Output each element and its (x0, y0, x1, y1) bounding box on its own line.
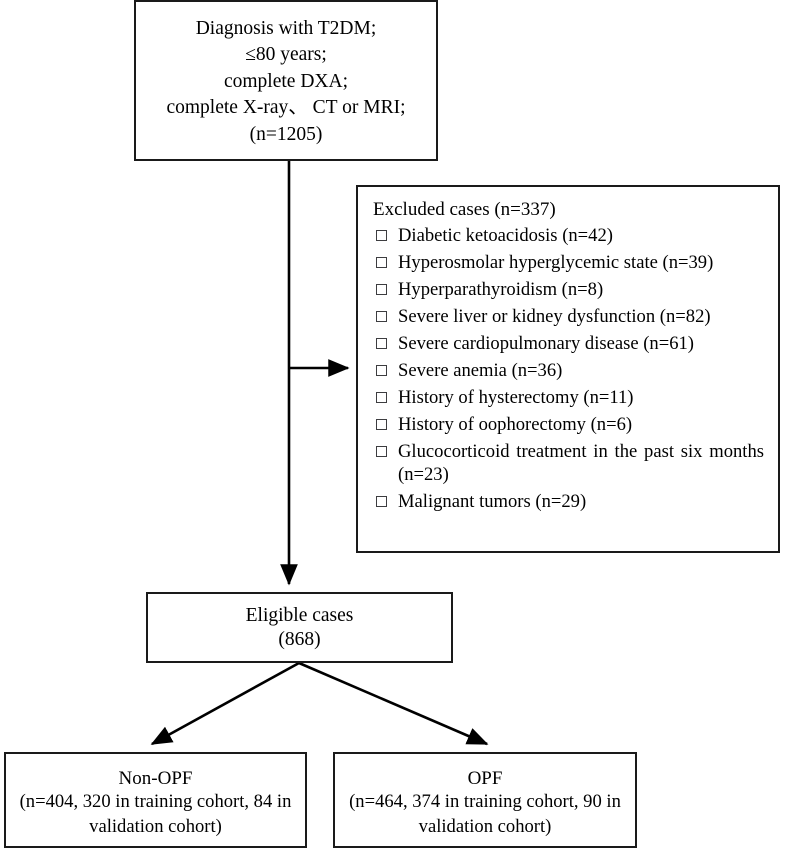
exclusion-item-label: Severe liver or kidney dysfunction (n=82… (398, 305, 711, 327)
exclusion-item: Glucocorticoid treatment in the past six… (372, 437, 764, 487)
checkbox-icon (376, 310, 387, 322)
eligible-cases-box: Eligible cases (868) (146, 592, 453, 663)
checkbox-icon (376, 257, 387, 269)
inclusion-line-4: complete X-ray、 CT or MRI; (166, 97, 406, 119)
non-opf-group-box: Non-OPF (n=404, 320 in training cohort, … (4, 752, 307, 848)
exclusion-item: History of oophorectomy (n=6) (372, 410, 764, 437)
exclusion-item: Severe anemia (n=36) (372, 356, 764, 383)
inclusion-total-count: (n=1205) (249, 123, 323, 145)
exclusion-item-label: Glucocorticoid treatment in the past six… (398, 440, 764, 485)
opf-group-box: OPF (n=464, 374 in training cohort, 90 i… (333, 752, 637, 848)
checkbox-icon (376, 230, 387, 242)
eligible-cases-count: (868) (278, 629, 321, 650)
opf-detail: (n=464, 374 in training cohort, 90 in va… (349, 791, 621, 837)
exclusion-item-label: Hyperosmolar hyperglycemic state (n=39) (398, 252, 714, 274)
inclusion-line-1: Diagnosis with T2DM; (195, 17, 377, 39)
inclusion-line-3: complete DXA; (223, 70, 348, 92)
checkbox-icon (376, 495, 387, 507)
exclusion-item: Diabetic ketoacidosis (n=42) (372, 221, 764, 248)
exclusion-item: History of hysterectomy (n=11) (372, 383, 764, 410)
non-opf-detail: (n=404, 320 in training cohort, 84 in va… (19, 791, 292, 837)
exclusion-item: Severe liver or kidney dysfunction (n=82… (372, 302, 764, 329)
inclusion-criteria-box: Diagnosis with T2DM; ≤80 years; complete… (134, 0, 438, 161)
exclusion-item-label: Severe anemia (n=36) (398, 359, 563, 381)
excluded-cases-title: Excluded cases (n=337) (373, 199, 556, 220)
connector-eligible-to-nonopf (150, 661, 300, 746)
connector-eligible-to-opf (298, 661, 489, 746)
exclusion-item-label: History of hysterectomy (n=11) (398, 386, 634, 408)
exclusion-item-label: Malignant tumors (n=29) (398, 490, 587, 512)
checkbox-icon (376, 391, 387, 403)
exclusion-item: Hyperparathyroidism (n=8) (372, 275, 764, 302)
checkbox-icon (376, 337, 387, 349)
checkbox-icon (376, 445, 387, 457)
eligible-cases-title: Eligible cases (245, 604, 354, 626)
exclusion-item: Malignant tumors (n=29) (372, 486, 764, 513)
checkbox-icon (376, 364, 387, 376)
inclusion-line-2: ≤80 years; (245, 44, 327, 66)
exclusion-item-label: Diabetic ketoacidosis (n=42) (398, 225, 613, 247)
excluded-cases-box: Excluded cases (n=337) Diabetic ketoacid… (356, 185, 780, 553)
checkbox-icon (376, 284, 387, 295)
exclusion-item: Severe cardiopulmonary disease (n=61) (372, 329, 764, 356)
exclusion-item-label: Severe cardiopulmonary disease (n=61) (398, 332, 695, 354)
exclusion-item-label: History of oophorectomy (n=6) (398, 413, 633, 435)
checkbox-icon (376, 418, 387, 430)
exclusion-item: Hyperosmolar hyperglycemic state (n=39) (372, 248, 764, 275)
opf-title: OPF (467, 768, 503, 790)
exclusion-item-label: Hyperparathyroidism (n=8) (398, 279, 604, 300)
non-opf-title: Non-OPF (118, 768, 193, 790)
